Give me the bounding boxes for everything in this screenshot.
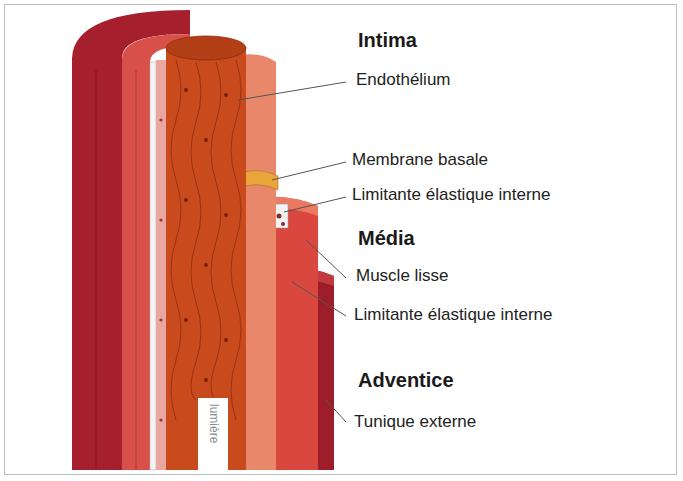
part-name: Endothélium xyxy=(356,70,451,90)
part-name: Muscle lisse xyxy=(356,266,449,286)
lumen-label: lumière xyxy=(207,404,221,443)
layer-heading: Média xyxy=(358,226,415,250)
layer-heading: Adventice xyxy=(358,368,454,392)
layer-heading: Intima xyxy=(358,28,417,52)
part-name: Membrane basale xyxy=(352,150,488,170)
part-name: Limitante élastique interne xyxy=(354,305,552,325)
part-name: Limitante élastique interne xyxy=(352,185,550,205)
part-name: Tunique externe xyxy=(354,412,476,432)
